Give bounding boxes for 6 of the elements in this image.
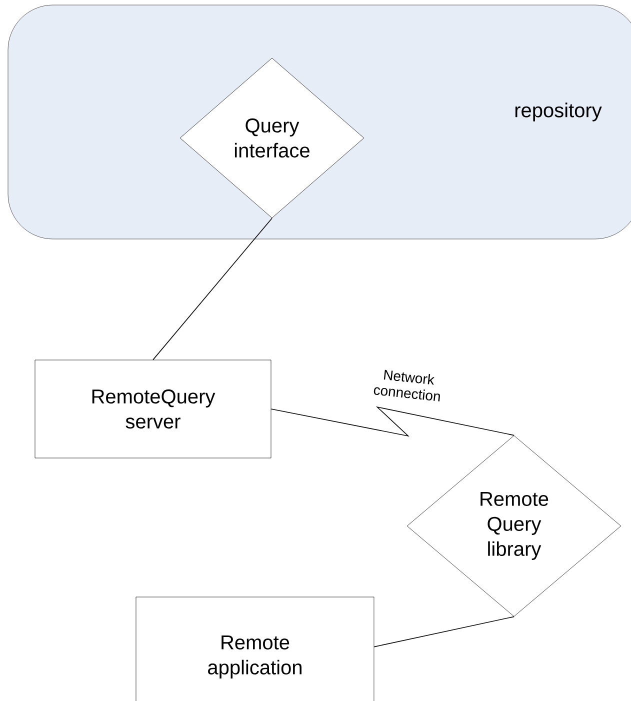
- connector-line: [374, 616, 514, 648]
- server-box: RemoteQuery server: [34, 360, 272, 458]
- application-box: Remote application: [136, 596, 374, 701]
- connector-line: [152, 218, 272, 360]
- edge-label: Network connection: [374, 370, 440, 402]
- connector-line: [270, 406, 514, 437]
